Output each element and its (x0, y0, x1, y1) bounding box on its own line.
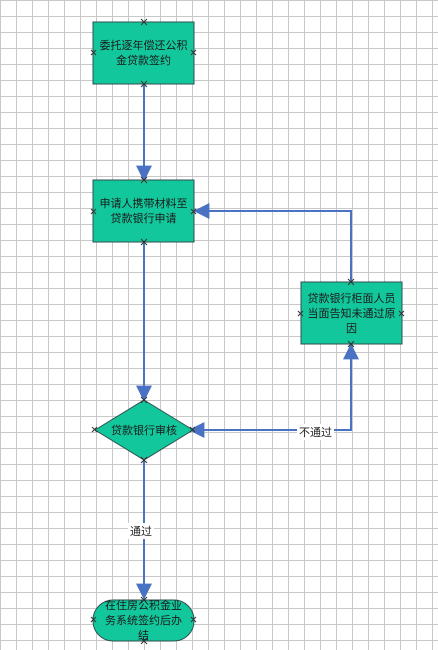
node-bank-review-label: 贷款银行审核 (111, 423, 177, 437)
selection-handles (90, 18, 405, 645)
node-sign-contract-label: 委托逐年偿还公积金贷款签约 (99, 39, 188, 67)
edge-label-pass: 通过 (128, 523, 154, 539)
node-apply-at-bank-label: 申请人携带材料至贷款银行申请 (99, 197, 188, 225)
node-notify-reason-label: 贷款银行柜面人员当面告知未通过原因 (307, 291, 396, 335)
edge-review-to-notify (188, 343, 359, 438)
edge-label-fail: 不通过 (297, 424, 334, 440)
node-sign-contract[interactable] (92, 21, 195, 85)
node-finish-label: 在住房公积金业务系统签约后办结 (105, 599, 182, 642)
edge-notify-to-apply (193, 203, 352, 282)
